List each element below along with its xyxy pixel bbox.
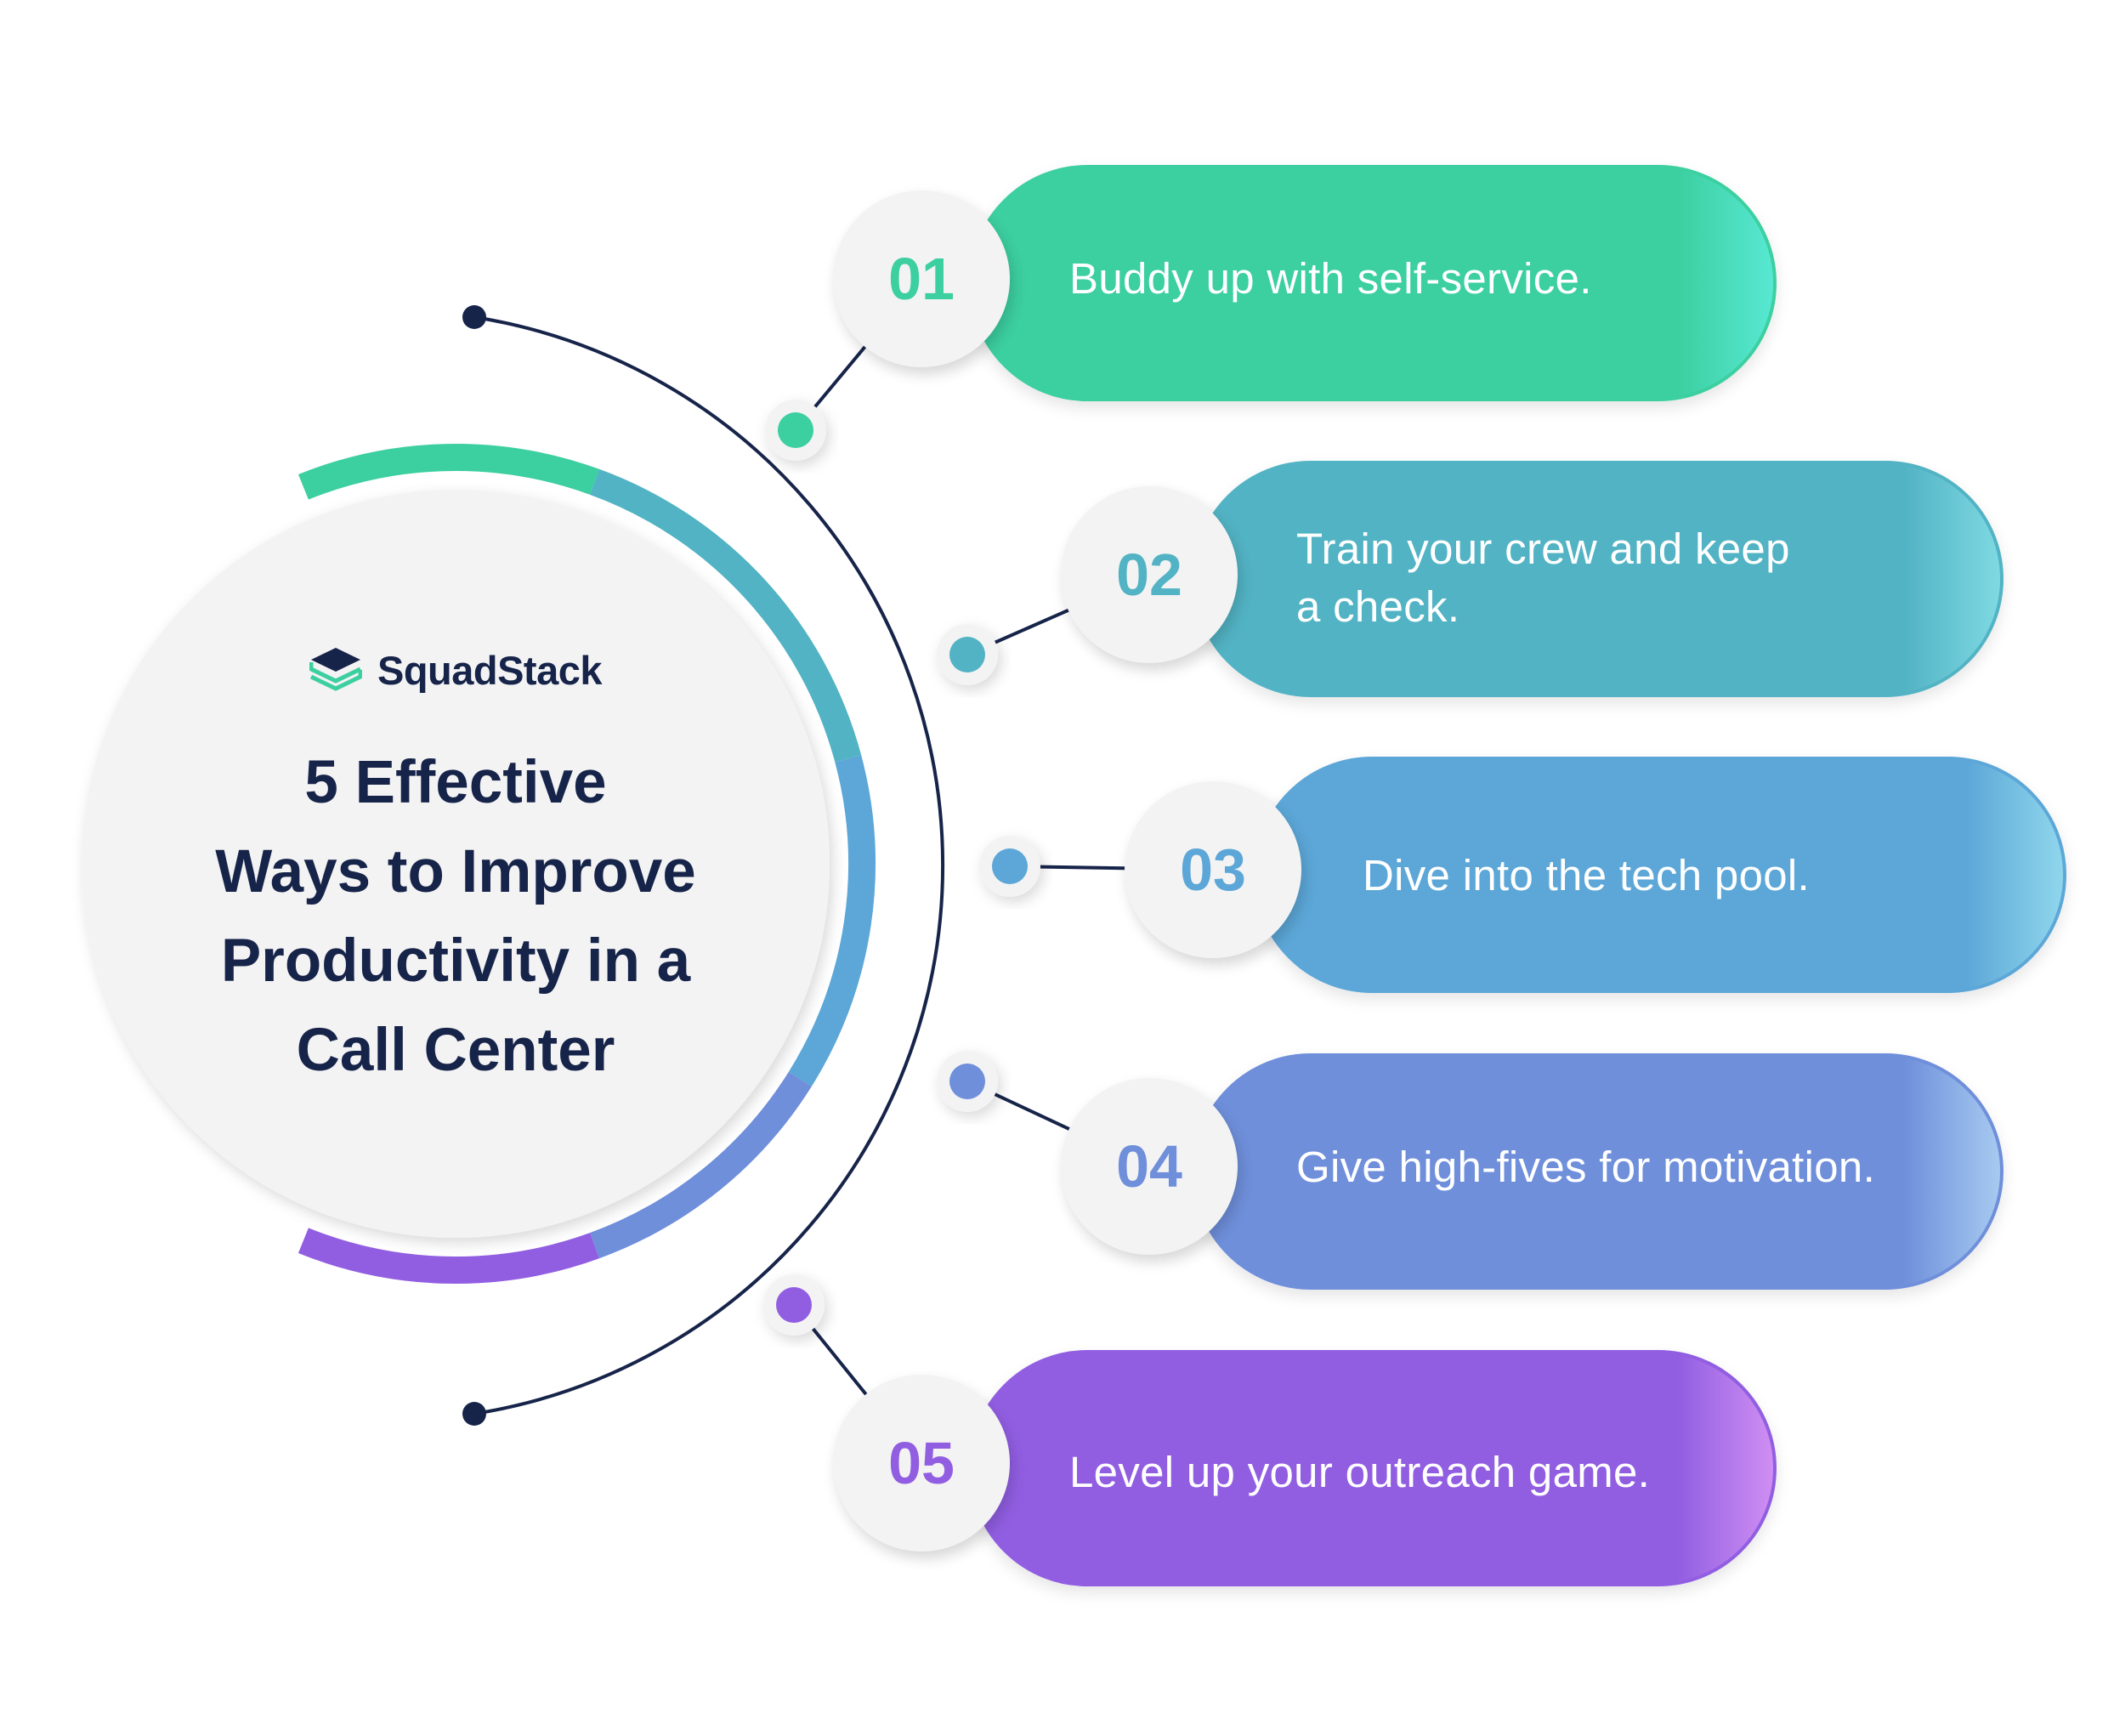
connector-dot-4 xyxy=(949,1064,985,1099)
step-text: Give high-fives for motivation. xyxy=(1296,1143,1876,1191)
connector-dot-2 xyxy=(949,637,985,672)
connector-dot-5 xyxy=(776,1287,812,1323)
title-line: Call Center xyxy=(296,1017,615,1084)
brand-logo: SquadStack xyxy=(116,646,796,694)
step-number-badge-1: 01 xyxy=(833,190,1010,367)
progress-ring xyxy=(298,444,876,1284)
connector-dot-3 xyxy=(992,848,1028,884)
step-pill-2: Train your crew and keep a check. xyxy=(1193,461,2003,697)
connector-dot-1 xyxy=(778,412,813,448)
step-number: 02 xyxy=(1116,542,1182,608)
step-number: 05 xyxy=(888,1430,955,1496)
arc-endpoint-top xyxy=(462,305,486,329)
step-text: Buddy up with self-service. xyxy=(1069,254,1592,303)
step-pill-5: Level up your outreach game. xyxy=(969,1350,1777,1586)
ring-segment-3 xyxy=(788,755,876,1086)
step-pill-3: Dive into the tech pool. xyxy=(1254,757,2066,993)
connector-arc xyxy=(473,315,945,1415)
step-text: Level up your outreach game. xyxy=(1069,1448,1651,1496)
step-number-badge-4: 04 xyxy=(1061,1078,1238,1255)
step-number: 01 xyxy=(888,246,955,312)
step-number-badge-5: 05 xyxy=(833,1375,1010,1552)
title-block: SquadStack 5 Effective Ways to Improve P… xyxy=(116,646,796,1095)
step-text: a check. xyxy=(1296,582,1460,631)
title-line: Ways to Improve xyxy=(215,838,696,905)
arc-endpoint-bottom xyxy=(462,1402,486,1426)
title-line: 5 Effective xyxy=(304,749,607,816)
ring-segment-1 xyxy=(298,444,599,500)
title-line: Productivity in a xyxy=(220,928,691,995)
stacked-layers-icon xyxy=(309,648,362,691)
brand-name: SquadStack xyxy=(377,647,603,693)
step-pill-1: Buddy up with self-service. xyxy=(969,165,1777,401)
step-number: 03 xyxy=(1180,837,1246,903)
step-number: 04 xyxy=(1116,1133,1182,1200)
step-pill-4: Give high-fives for motivation. xyxy=(1193,1053,2003,1290)
ring-segment-5 xyxy=(298,1228,599,1284)
connector-dots xyxy=(763,400,1040,1336)
step-text: Dive into the tech pool. xyxy=(1363,851,1811,899)
title-circle xyxy=(82,490,830,1238)
step-number-badge-2: 02 xyxy=(1061,486,1238,663)
ring-segment-4 xyxy=(590,1071,812,1259)
ring-segment-2 xyxy=(590,468,862,763)
step-number-badge-3: 03 xyxy=(1125,781,1301,958)
page-title: 5 Effective Ways to Improve Productivity… xyxy=(116,738,796,1095)
step-text: Train your crew and keep xyxy=(1296,525,1790,573)
